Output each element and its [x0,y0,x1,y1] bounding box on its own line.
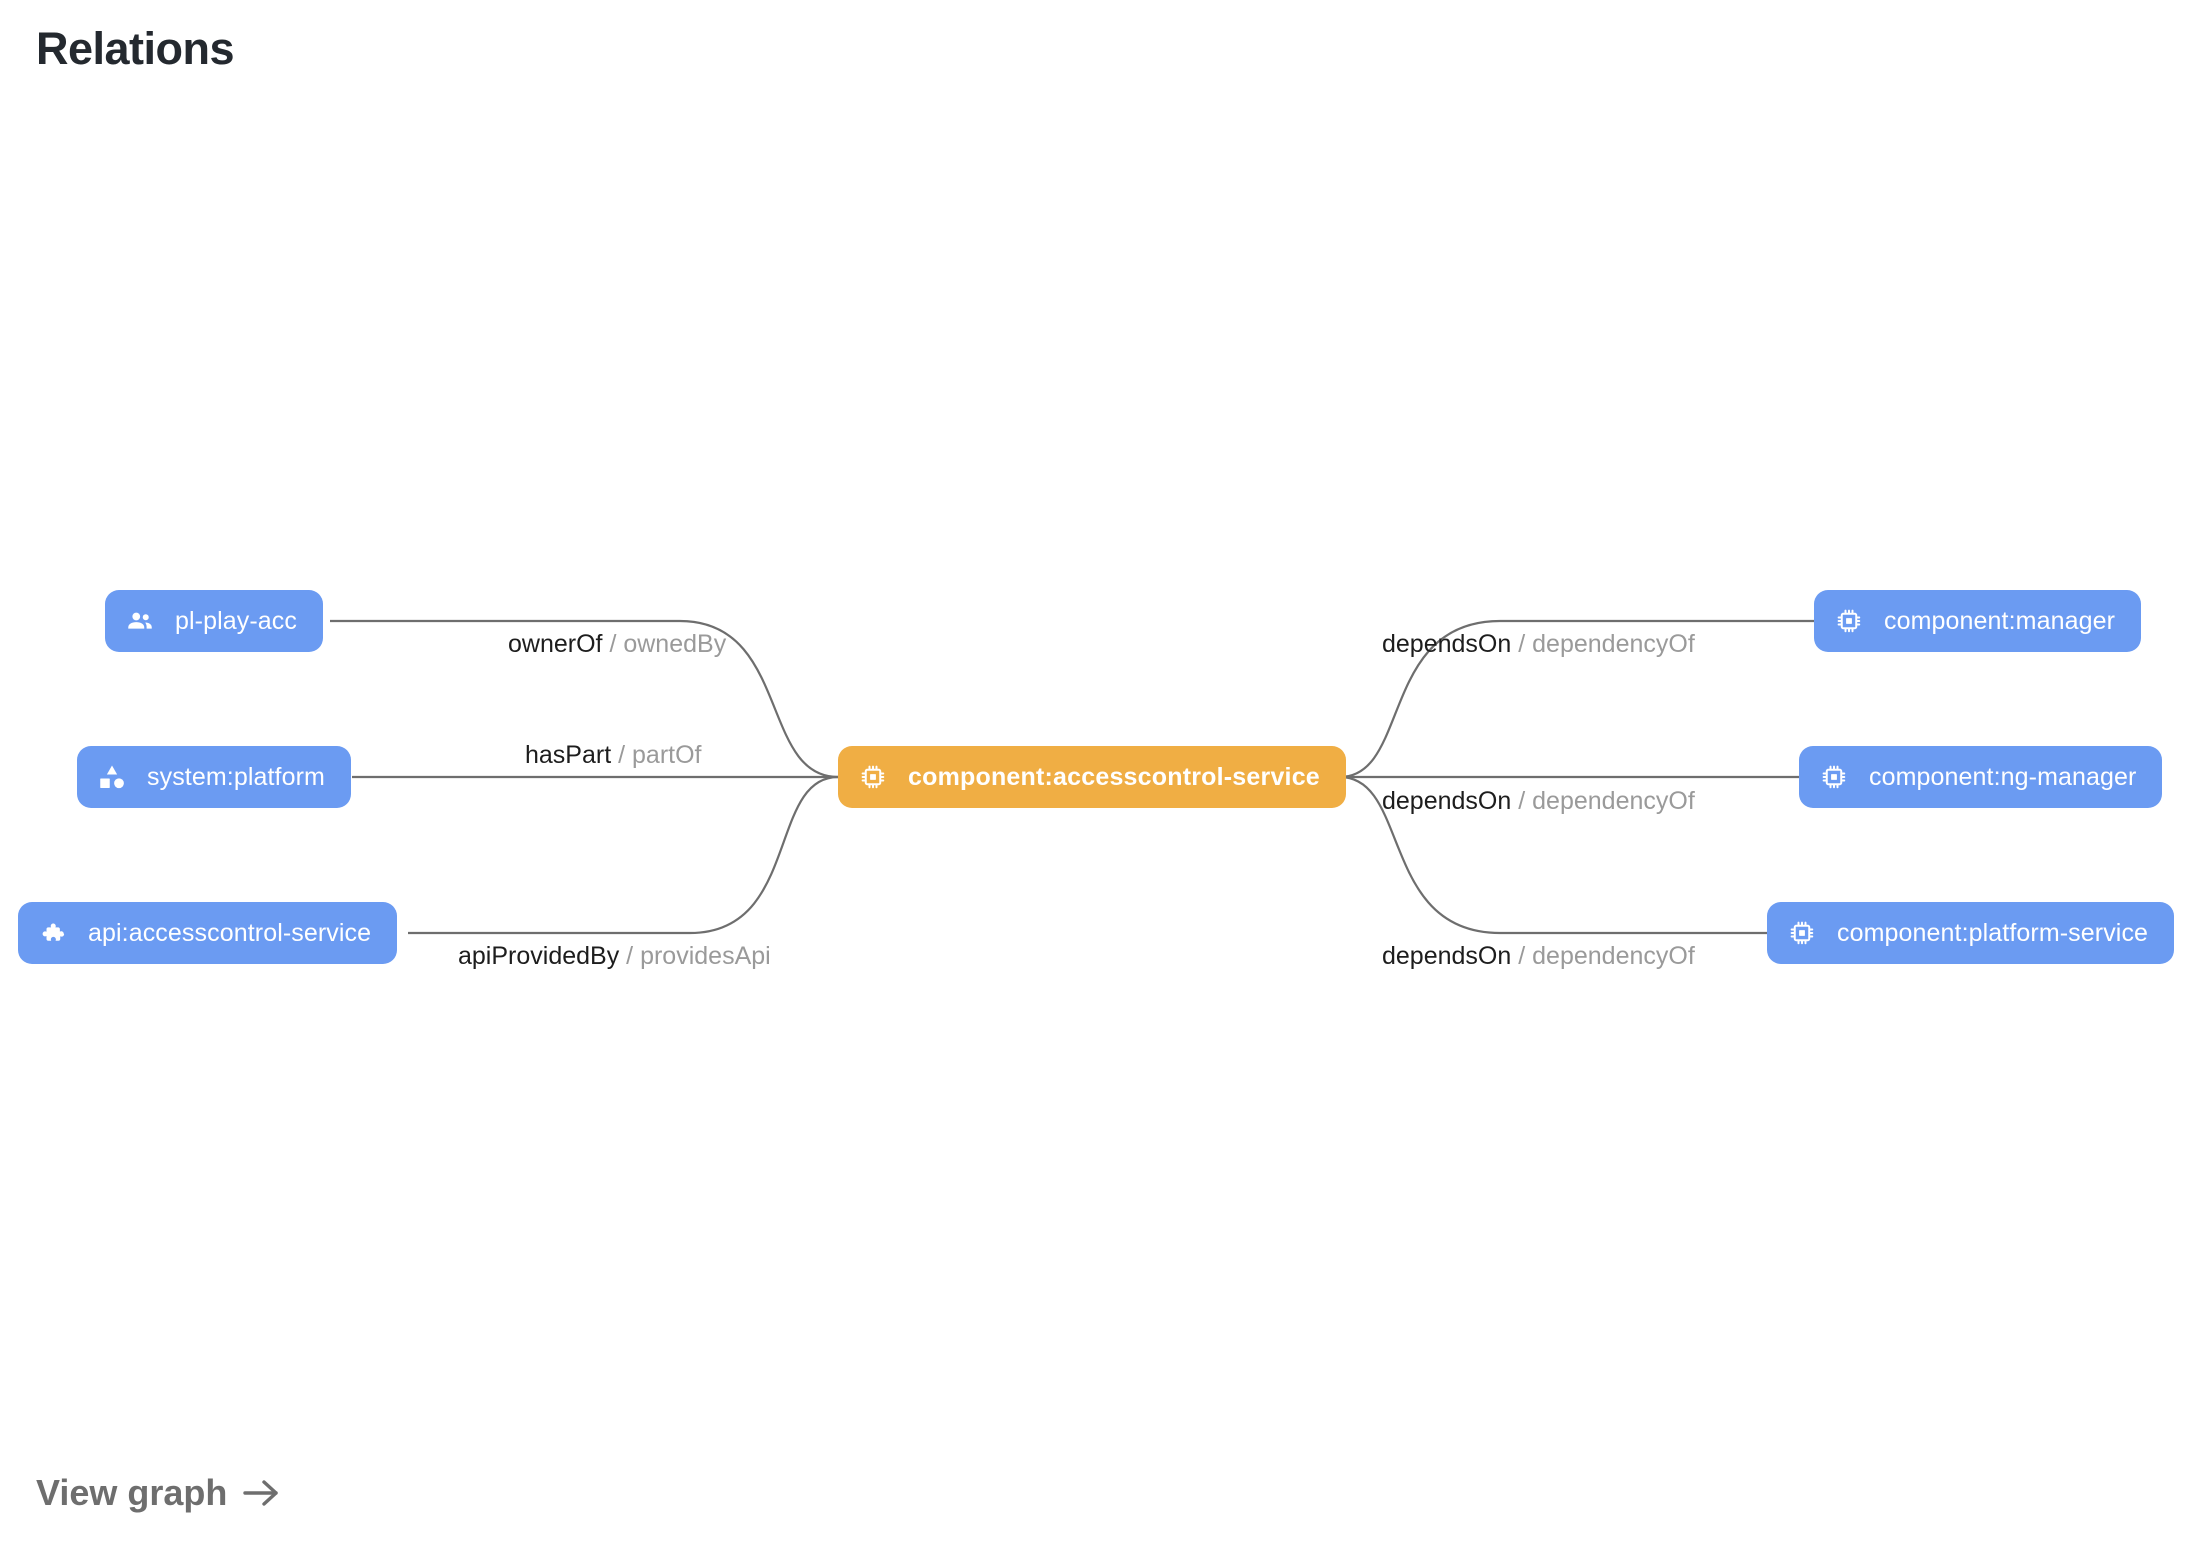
graph-node-component-platform-service[interactable]: component:platform-service [1767,902,2175,964]
view-graph-label: View graph [36,1472,228,1513]
graph-node-label: component:platform-service [1837,918,2149,947]
graph-node-label: api:accesscontrol-service [88,918,372,947]
graph-node-component-ng-manager[interactable]: component:ng-manager [1799,746,2163,808]
edge-label-primary: dependsOn [1382,787,1512,815]
graph-node-api-accesscontrol-service[interactable]: api:accesscontrol-service [18,902,398,964]
edge-label-primary: ownerOf [508,630,603,658]
edge-label-haspart: hasPart / partOf [525,743,702,768]
graph-node-label: pl-play-acc [175,606,297,635]
graph-node-system-platform[interactable]: system:platform [77,746,351,808]
edge-label-separator: / [1518,630,1526,658]
graph-node-label: system:platform [147,762,325,791]
arrow-right-icon [241,1476,281,1510]
graph-node-component-manager[interactable]: component:manager [1814,590,2142,652]
edge-label-separator: / [609,630,617,658]
edge-label-secondary: providesApi [640,942,771,970]
edge-label-secondary: dependencyOf [1532,942,1695,970]
edge-label-dependson-manager: dependsOn / dependencyOf [1382,632,1695,657]
edge-label-ownerof: ownerOf / ownedBy [508,632,726,657]
edge-label-secondary: partOf [632,741,702,769]
view-graph-link[interactable]: View graph [36,1472,281,1514]
graph-node-label: component:accesscontrol-service [908,762,1320,791]
group-people-icon [125,606,155,636]
edge-label-separator: / [626,942,634,970]
edge-label-separator: / [618,741,626,769]
edge-label-separator: / [1518,787,1526,815]
page-title: Relations [36,23,235,74]
edge-label-secondary: dependencyOf [1532,787,1695,815]
edge-label-separator: / [1518,942,1526,970]
relation-edges-layer [330,619,1814,935]
relations-graph: pl-play-acc system:platform api:accessco… [18,590,2175,969]
edge-label-primary: dependsOn [1382,630,1512,658]
puzzle-piece-icon [38,918,68,948]
edge-label-primary: hasPart [525,741,612,769]
edge-label-apiprovidedby: apiProvidedBy / providesApi [458,944,771,969]
edge-label-secondary: dependencyOf [1532,630,1695,658]
memory-chip-icon [1834,606,1864,636]
edge-line-apiprovidedby [408,775,839,935]
graph-node-center-component-accesscontrol-service[interactable]: component:accesscontrol-service [838,746,1346,808]
graph-node-label: component:ng-manager [1869,762,2137,791]
category-shapes-icon [97,762,127,792]
edge-label-primary: apiProvidedBy [458,942,620,970]
graph-node-pl-play-acc[interactable]: pl-play-acc [105,590,323,652]
memory-chip-icon [1787,918,1817,948]
edge-label-dependson-ng-manager: dependsOn / dependencyOf [1382,789,1695,814]
edge-label-secondary: ownedBy [623,630,727,658]
edge-label-dependson-platform-service: dependsOn / dependencyOf [1382,944,1695,969]
memory-chip-icon [1819,762,1849,792]
memory-chip-icon [858,762,888,792]
edge-label-primary: dependsOn [1382,942,1512,970]
graph-node-label: component:manager [1884,606,2116,635]
